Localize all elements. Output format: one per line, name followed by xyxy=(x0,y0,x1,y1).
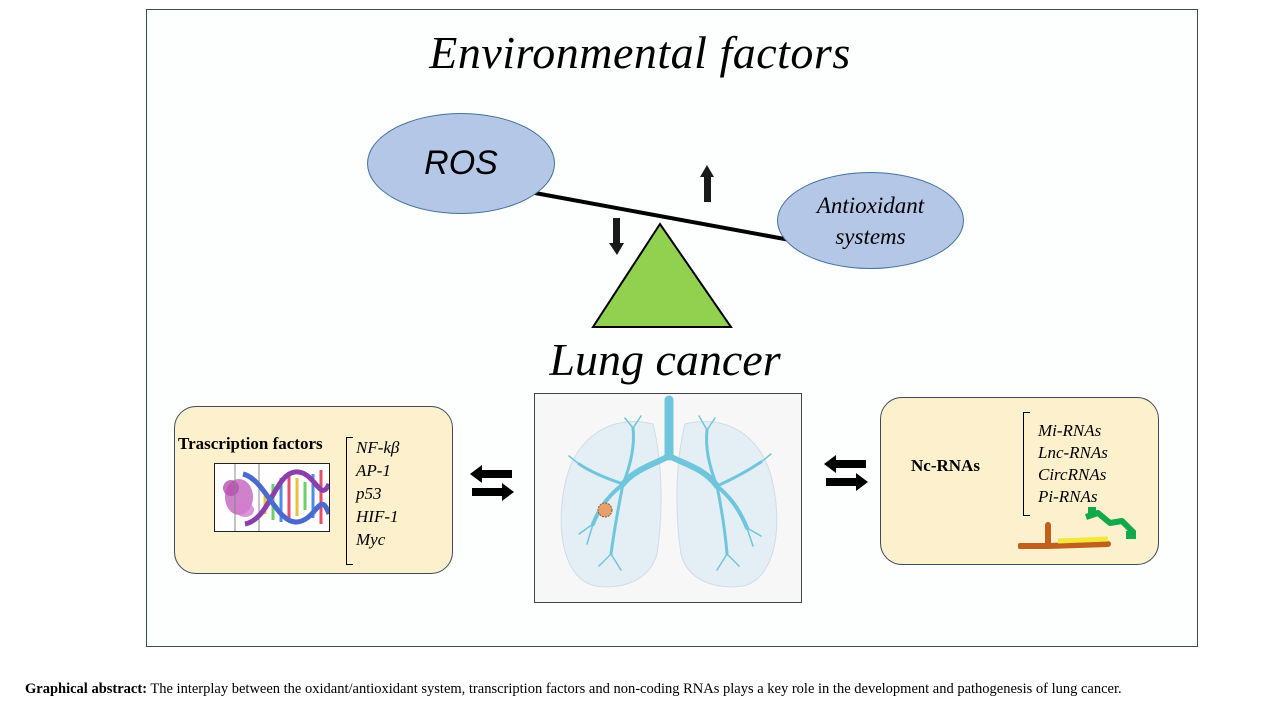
nc-rnas-label: Nc-RNAs xyxy=(911,456,980,475)
bidirectional-arrow-icon xyxy=(470,465,514,501)
nc-rnas-panel xyxy=(880,397,1159,565)
tf-item: NF-kβ xyxy=(356,438,400,457)
nc-item: Mi-RNAs xyxy=(1038,421,1102,440)
nc-list: Mi-RNAs Lnc-RNAs CircRNAs Pi-RNAs xyxy=(1038,420,1108,508)
seesaw-beam xyxy=(534,191,791,242)
caption-prefix: Graphical abstract: xyxy=(25,681,148,697)
transcription-factors-label: Trascription factors xyxy=(178,434,323,453)
antioxidant-label-line1: Antioxidant xyxy=(816,192,925,218)
tumor-icon xyxy=(597,502,613,518)
tf-item: p53 xyxy=(356,484,382,503)
tf-item: AP-1 xyxy=(356,461,391,480)
dna-icon xyxy=(214,463,330,532)
tf-bracket xyxy=(346,437,353,565)
bidirectional-arrow-icon xyxy=(824,455,868,491)
ros-ellipse: ROS xyxy=(367,113,555,214)
tf-item: Myc xyxy=(356,530,386,549)
nc-item: Lnc-RNAs xyxy=(1038,443,1108,462)
tf-item: HIF-1 xyxy=(356,507,399,526)
lungs-icon xyxy=(534,393,802,603)
fulcrum-triangle xyxy=(591,222,733,328)
antioxidant-ellipse: Antioxidant systems xyxy=(777,172,964,269)
figure-caption: Graphical abstract: The interplay betwee… xyxy=(25,681,1122,698)
tf-list: NF-kβ AP-1 p53 HIF-1 Myc xyxy=(356,436,399,551)
up-arrow-icon xyxy=(700,165,714,202)
rna-icon xyxy=(1018,507,1137,549)
environmental-factors-title: Environmental factors xyxy=(429,27,851,78)
lung-cancer-title: Lung cancer xyxy=(549,334,781,385)
ros-label: ROS xyxy=(424,144,498,182)
antioxidant-label-line2: systems xyxy=(835,223,906,249)
caption-text: The interplay between the oxidant/antiox… xyxy=(147,681,1122,697)
nc-bracket xyxy=(1023,412,1030,516)
down-arrow-icon xyxy=(609,218,624,255)
nc-item: CircRNAs xyxy=(1038,465,1107,484)
nc-item: Pi-RNAs xyxy=(1038,487,1098,506)
